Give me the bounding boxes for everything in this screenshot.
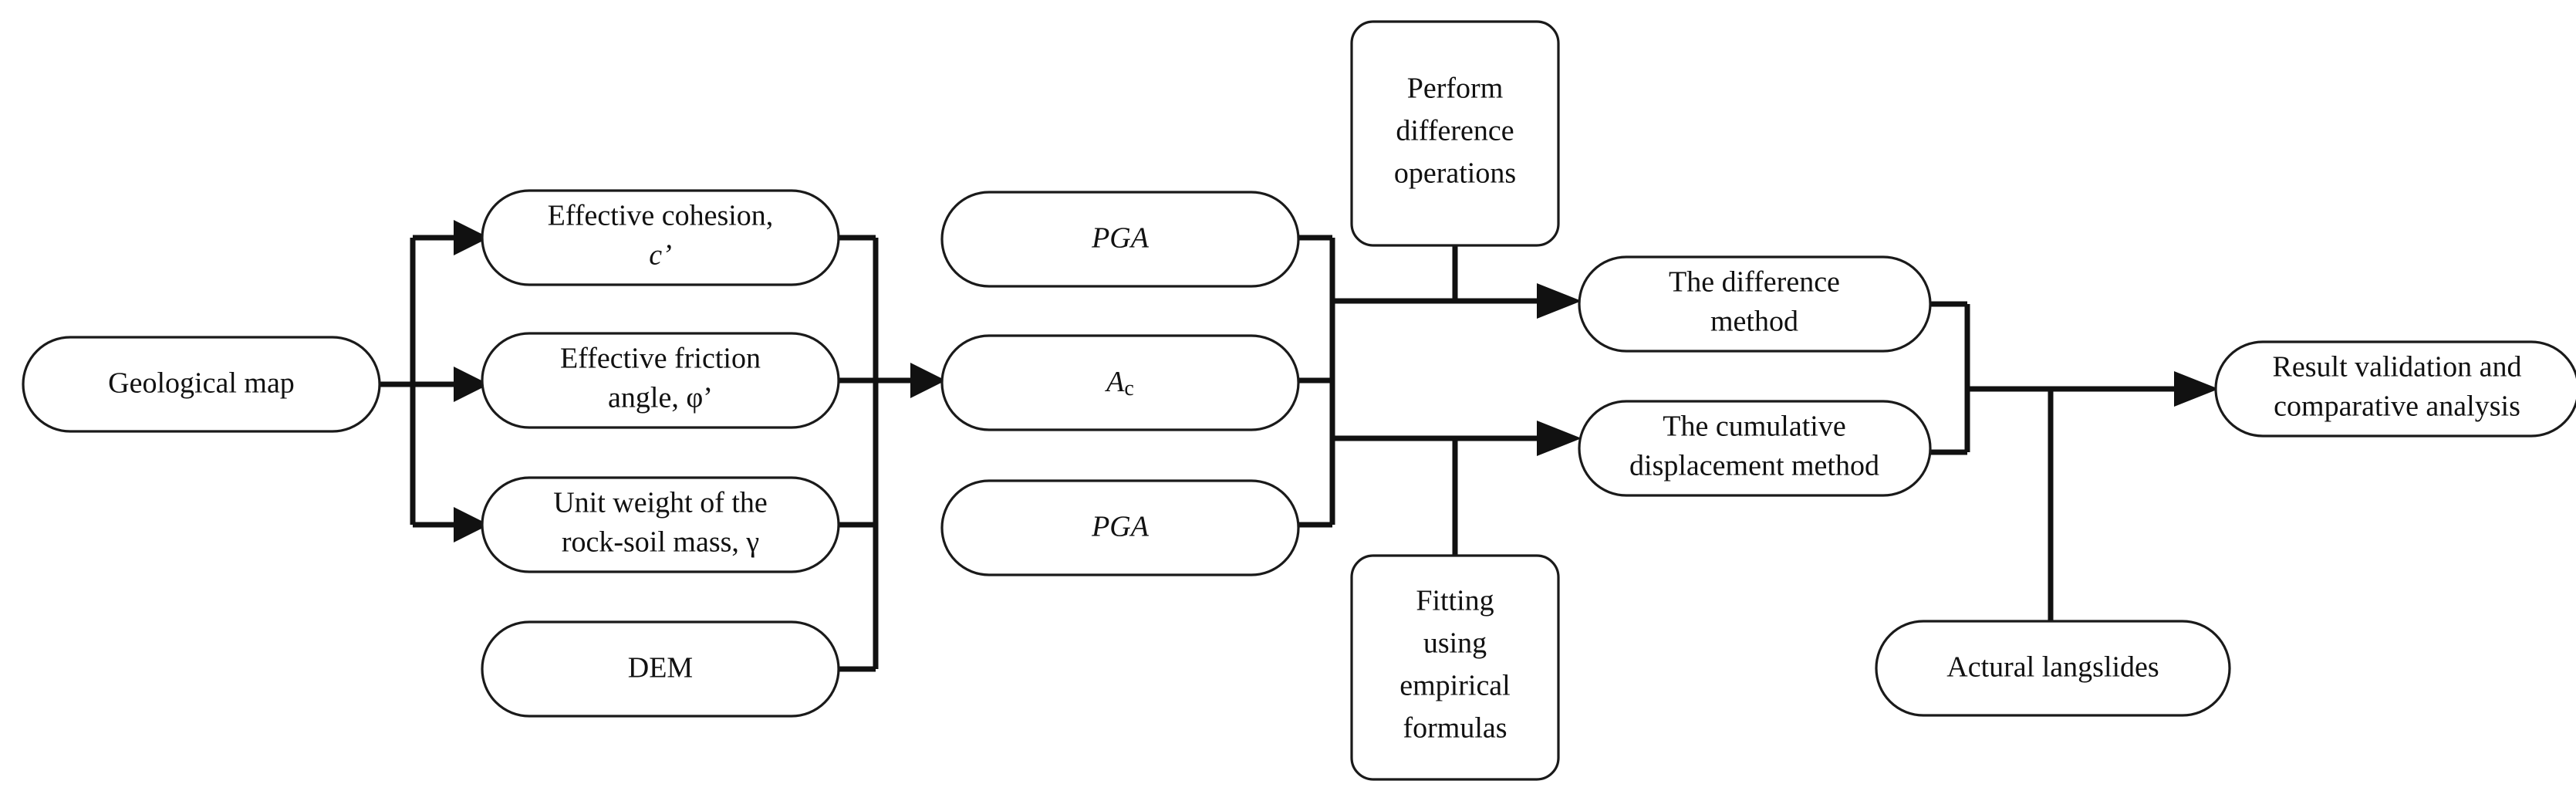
node-pga-top-label: PGA [1091,222,1150,255]
node-cumulative-displacement-method-shape[interactable] [1578,400,1932,497]
edge-methods-merge-to-result [1930,301,2219,455]
node-pga-bottom[interactable]: PGA [940,479,1300,576]
node-fitting-empirical-formulas-label-line1: Fitting [1416,585,1494,617]
arrow-head-to-effective-friction [454,367,489,402]
node-result-validation-shape[interactable] [2214,340,2576,438]
node-result-validation-label-line2: comparative analysis [2274,390,2520,423]
node-pga-bottom-label: PGA [1091,511,1150,543]
node-actural-langslides[interactable]: Actural langslides [1875,620,2231,717]
arrow-head-to-cumulative-method [1537,421,1582,456]
node-cumulative-displacement-method-label-line1: The cumulative [1663,411,1845,443]
node-effective-friction-angle[interactable]: Effective friction angle, φ’ [481,332,840,429]
node-fitting-empirical-formulas-label-line3: empirical [1399,670,1510,702]
node-perform-difference-operations-label-line1: Perform [1407,73,1504,105]
node-geological-map-label: Geological map [108,367,295,400]
node-fitting-empirical-formulas[interactable]: Fitting using empirical formulas [1350,554,1560,781]
node-effective-friction-angle-shape[interactable] [481,332,840,429]
node-perform-difference-operations-shape[interactable] [1350,20,1560,247]
node-unit-weight[interactable]: Unit weight of the rock-soil mass, γ [481,476,840,573]
node-effective-cohesion-label-line2: c’ [649,239,672,272]
edge-layer [380,220,2219,672]
edge-seismic-merge-to-methods [1298,235,1582,528]
node-effective-cohesion-label-line1: Effective cohesion, [548,200,774,232]
node-fitting-empirical-formulas-shape[interactable] [1350,554,1560,781]
node-perform-difference-operations[interactable]: Perform difference operations [1350,20,1560,247]
node-difference-method-label-line2: method [1710,306,1798,338]
node-ac[interactable]: Ac [940,334,1300,431]
arrow-head-to-unit-weight [454,507,489,542]
node-pga-bottom-shape[interactable] [940,479,1300,576]
node-effective-cohesion-shape[interactable] [481,189,840,286]
arrow-head-to-effective-cohesion [454,220,489,255]
node-fitting-empirical-formulas-label-line2: using [1423,627,1487,660]
node-effective-friction-angle-label-line2: angle, φ’ [608,382,713,414]
arrow-head-to-difference-method [1537,283,1582,319]
node-geological-map[interactable]: Geological map [22,336,381,433]
node-result-validation[interactable]: Result validation and comparative analys… [2214,340,2576,438]
node-geological-map-shape[interactable] [22,336,381,433]
node-effective-friction-angle-label-line1: Effective friction [560,343,761,375]
node-ac-label: Ac [1104,366,1134,401]
node-difference-method[interactable]: The difference method [1578,255,1932,353]
edge-parameters-merge-to-ac [839,235,946,672]
node-ac-shape[interactable] [940,334,1300,431]
node-effective-cohesion[interactable]: Effective cohesion, c’ [481,189,840,286]
node-pga-top[interactable]: PGA [940,191,1300,288]
node-fitting-empirical-formulas-label-line4: formulas [1403,712,1507,745]
node-perform-difference-operations-label-line2: difference [1396,115,1514,147]
node-unit-weight-label-line1: Unit weight of the [553,487,768,519]
node-actural-langslides-label: Actural langslides [1946,651,2159,684]
node-unit-weight-label-line2: rock-soil mass, γ [562,526,759,559]
node-actural-langslides-shape[interactable] [1875,620,2231,717]
arrow-head-to-result-validation [2174,371,2219,407]
edge-geological-map-fanout [380,220,489,542]
node-unit-weight-shape[interactable] [481,476,840,573]
node-difference-method-label-line1: The difference [1669,266,1840,299]
node-cumulative-displacement-method-label-line2: displacement method [1629,450,1879,482]
node-dem-shape[interactable] [481,620,840,718]
arrow-head-to-ac [910,363,946,398]
node-difference-method-shape[interactable] [1578,255,1932,353]
node-pga-top-shape[interactable] [940,191,1300,288]
node-dem-label: DEM [628,652,693,684]
node-perform-difference-operations-label-line3: operations [1394,157,1516,190]
node-result-validation-label-line1: Result validation and [2273,351,2522,384]
node-dem[interactable]: DEM [481,620,840,718]
node-cumulative-displacement-method[interactable]: The cumulative displacement method [1578,400,1932,497]
